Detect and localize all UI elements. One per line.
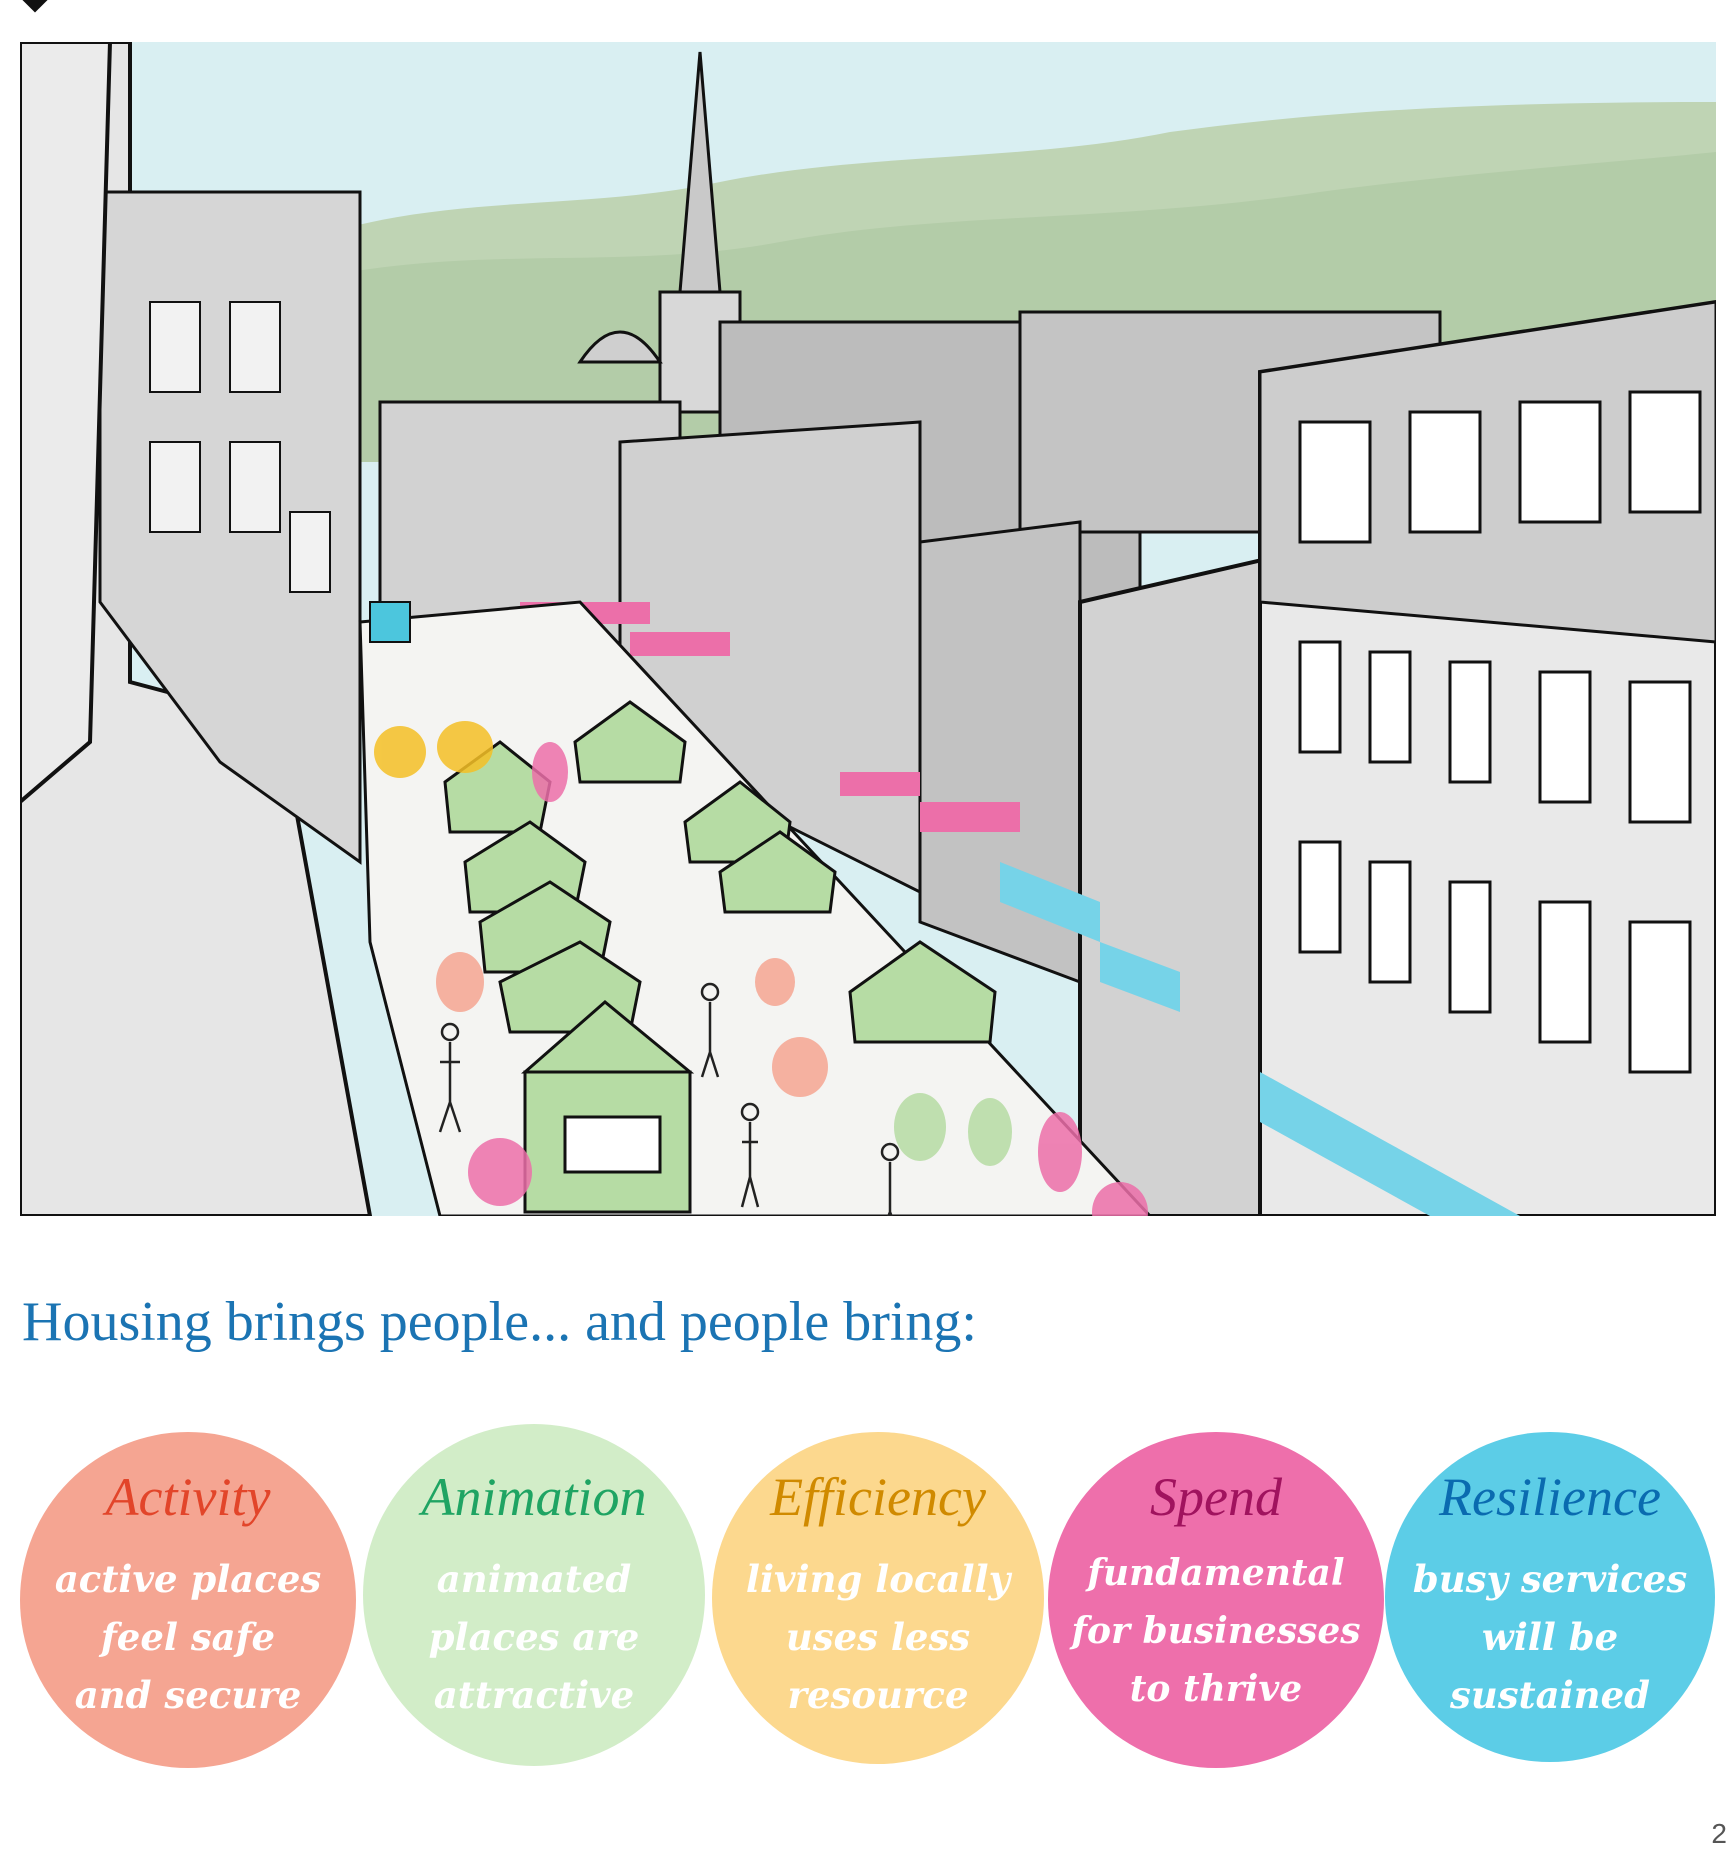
benefit-line: uses less [785,1615,971,1659]
dome [577,330,663,364]
benefit-title: Activity [105,1467,271,1527]
benefit-line: will be [1481,1615,1619,1659]
benefit-line: to thrive [1129,1668,1303,1710]
benefit-line: resource [787,1673,969,1717]
benefit-description: animated places are attractive [377,1550,691,1724]
benefit-line: and secure [74,1673,302,1717]
headline: Housing brings people... and people brin… [22,1291,977,1353]
street-scene-illustration [20,42,1716,1216]
benefit-line: fundamental [1087,1552,1345,1594]
benefit-description: active places feel safe and secure [34,1550,342,1724]
benefit-line: for businesses [1071,1610,1361,1652]
benefit-circle-efficiency: Efficiency living locally uses less reso… [712,1432,1044,1764]
benefit-description: busy services will be sustained [1389,1550,1711,1724]
benefit-title: Animation [421,1467,647,1527]
benefit-line: places are [428,1615,640,1659]
benefit-line: living locally [745,1557,1011,1601]
people-highlights [374,721,1148,1216]
corner-bullet-mark [19,0,51,13]
benefit-circle-activity: Activity active places feel safe and sec… [20,1432,356,1768]
benefit-line: attractive [433,1673,635,1717]
benefit-description: fundamental for businesses to thrive [1048,1544,1384,1718]
page-number: 2 [1711,1818,1727,1849]
benefit-title: Efficiency [770,1467,986,1527]
benefit-line: busy services [1412,1557,1688,1601]
benefit-circle-animation: Animation animated places are attractive [363,1424,705,1766]
benefit-line: animated [436,1557,632,1601]
benefit-title: Spend [1150,1467,1282,1527]
benefit-circle-resilience: Resilience busy services will be sustain… [1385,1432,1715,1762]
benefit-line: sustained [1450,1673,1650,1717]
benefit-circle-spend: Spend fundamental for businesses to thri… [1048,1432,1384,1768]
benefit-description: living locally uses less resource [718,1550,1038,1724]
bus [369,601,411,643]
benefit-line: feel safe [100,1615,276,1659]
benefit-title: Resilience [1439,1467,1661,1527]
benefit-line: active places [54,1557,322,1601]
